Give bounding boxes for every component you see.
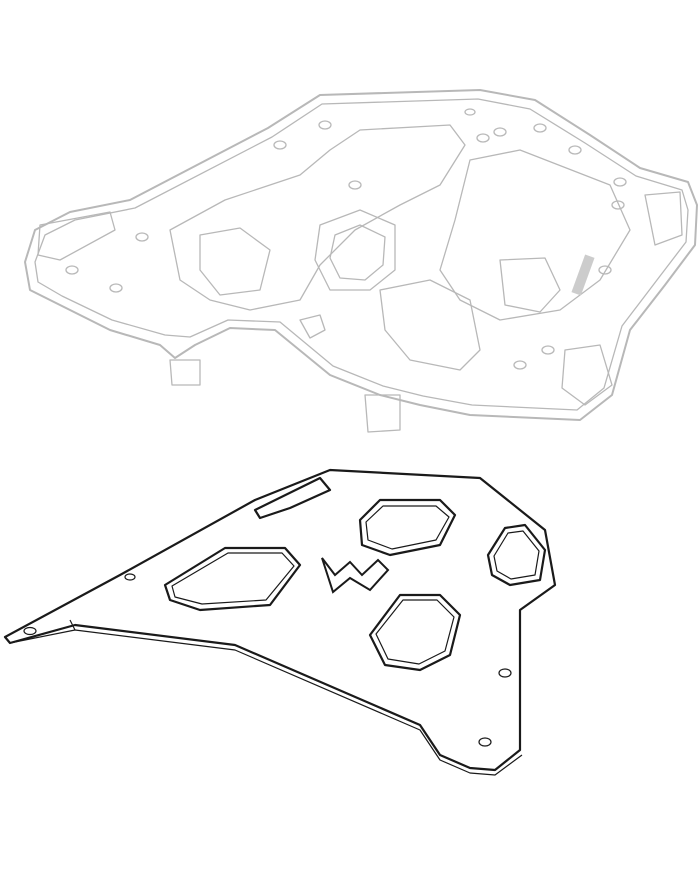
top-case-rack — [24, 89, 698, 433]
rack-logo — [571, 254, 595, 296]
plate-mounting-holes — [23, 573, 512, 747]
rack-mounting-holes — [65, 108, 627, 370]
adapter-plate — [3, 468, 557, 776]
plate-logo — [321, 557, 390, 594]
